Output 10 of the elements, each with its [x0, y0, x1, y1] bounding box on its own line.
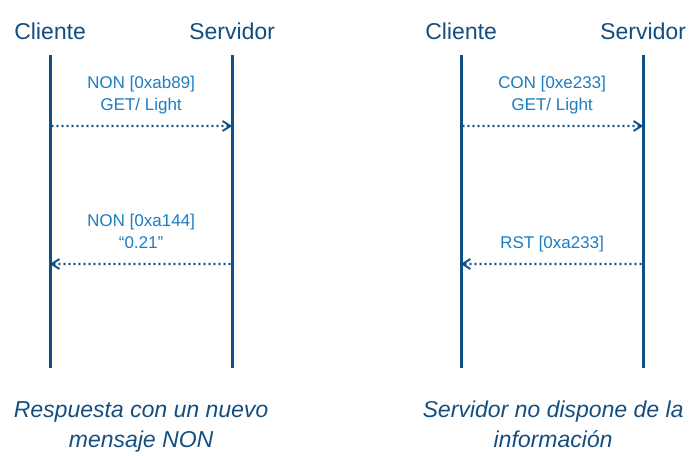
caption: Servidor no dispone de la información: [422, 395, 684, 454]
participant-label: Servidor: [600, 20, 686, 43]
participant-label: Cliente: [14, 20, 86, 43]
arrow: [50, 258, 230, 270]
arrow: [462, 258, 642, 270]
caption: Respuesta con un nuevo mensaje NON: [12, 395, 270, 454]
participant-label: Servidor: [189, 20, 275, 43]
participant-label: Cliente: [425, 20, 497, 43]
arrow: [462, 120, 642, 132]
arrow: [52, 120, 232, 132]
